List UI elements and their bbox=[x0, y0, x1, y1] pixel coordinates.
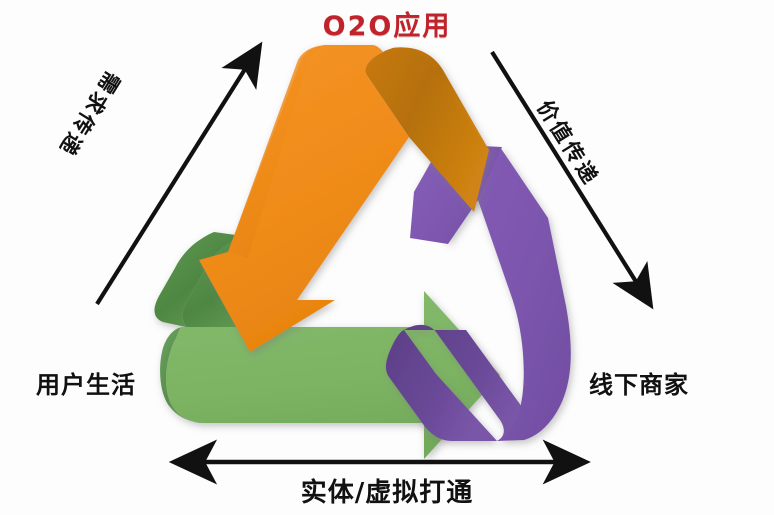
orange-arrow bbox=[199, 45, 489, 352]
label-user-life: 用户生活 bbox=[36, 371, 136, 399]
label-offline-merchant: 线下商家 bbox=[589, 371, 689, 399]
orange-arrow-body bbox=[199, 45, 409, 352]
label-physical-virtual: 实体/虚拟打通 bbox=[300, 478, 474, 508]
left-diagonal-arrow bbox=[95, 41, 263, 306]
purple-arrow-under-face bbox=[385, 330, 497, 441]
orange-arrow-under-face bbox=[365, 47, 489, 213]
page-title: O2O应用 bbox=[322, 11, 452, 42]
right-diagonal-arrow bbox=[490, 50, 654, 310]
orange-arrow-tail-cap bbox=[228, 45, 330, 258]
purple-arrow-fold bbox=[404, 324, 534, 441]
green-arrow-fold bbox=[154, 232, 243, 327]
